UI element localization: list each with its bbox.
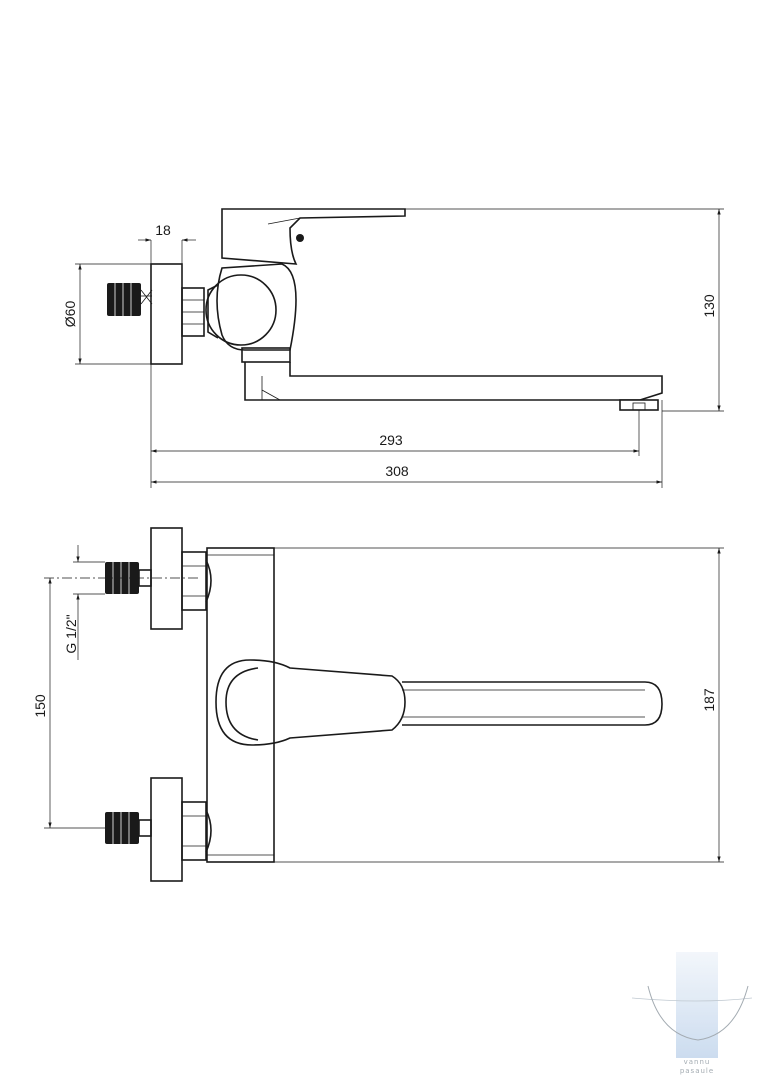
dim-label-18: 18 bbox=[155, 222, 171, 238]
side-connector-thread bbox=[107, 283, 153, 316]
dim-label-150: 150 bbox=[32, 694, 48, 718]
dim-thread: G 1/2" bbox=[63, 545, 105, 660]
dim-flange-diameter: Ø60 bbox=[62, 263, 151, 365]
top-inlet-upper bbox=[105, 527, 212, 630]
dim-label-thread: G 1/2" bbox=[63, 614, 79, 653]
dim-label-308: 308 bbox=[385, 463, 409, 479]
logo-bar bbox=[676, 952, 718, 1058]
top-body bbox=[206, 547, 275, 863]
top-view: G 1/2" 150 187 bbox=[32, 527, 724, 882]
top-inlet-lower bbox=[105, 777, 212, 882]
dim-spout-reach: 293 bbox=[150, 364, 640, 488]
dim-label-293: 293 bbox=[379, 432, 403, 448]
side-view: 18 Ø60 130 293 308 bbox=[62, 208, 724, 488]
side-mixer-body bbox=[205, 263, 297, 363]
logo-text-line2: pasaule bbox=[680, 1067, 714, 1075]
logo-text-line1: vannu bbox=[684, 1058, 711, 1066]
dim-label-130: 130 bbox=[701, 294, 717, 318]
side-lever bbox=[221, 208, 406, 265]
dim-label-187: 187 bbox=[701, 688, 717, 712]
top-spout bbox=[402, 681, 663, 726]
dim-height: 130 bbox=[405, 208, 724, 412]
top-lever bbox=[215, 659, 406, 746]
dim-inlet-spacing: 150 bbox=[32, 577, 200, 829]
watermark-logo: vannu pasaule bbox=[631, 952, 753, 1075]
dim-body-depth: 187 bbox=[274, 547, 724, 863]
dim-total-length: 308 bbox=[151, 400, 663, 488]
side-flange bbox=[150, 263, 183, 365]
side-spout bbox=[244, 362, 663, 411]
dim-flange-thickness: 18 bbox=[138, 222, 196, 264]
side-nut bbox=[181, 287, 205, 337]
dim-label-diameter: Ø60 bbox=[62, 301, 78, 328]
